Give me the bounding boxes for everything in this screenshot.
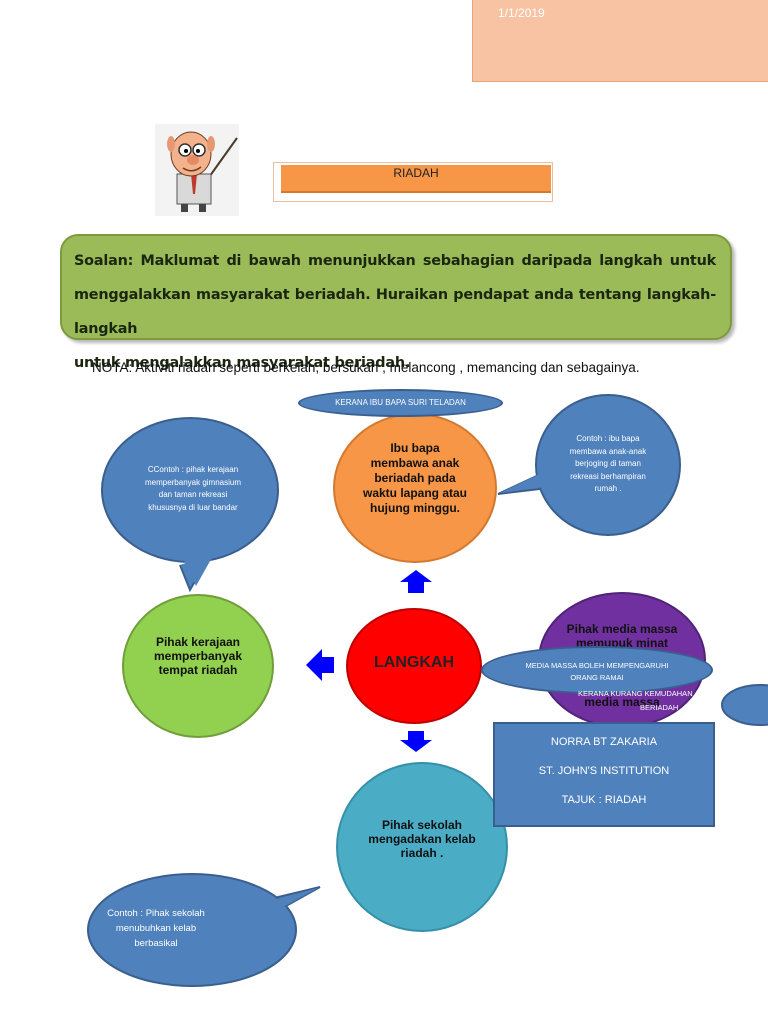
author-name: NORRA BT ZAKARIA <box>550 736 658 748</box>
bubble-bottom-line: berbasikal <box>134 938 178 949</box>
author-box: NORRA BT ZAKARIA ST. JOHN'S INSTITUTION … <box>493 722 715 827</box>
node-left-circle: Pihak kerajaan memperbanyak tempat riada… <box>122 594 274 738</box>
node-right-line: Pihak media massa <box>566 622 678 636</box>
author-institution: ST. JOHN'S INSTITUTION <box>538 765 670 777</box>
node-top-line: hujung minggu. <box>370 500 460 515</box>
bubble-left-line: dan taman rekreasi <box>158 490 228 499</box>
bubble-right-line: rumah . <box>594 484 622 493</box>
node-top-line: waktu lapang atau <box>362 485 468 500</box>
node-bottom-line: riadah . <box>400 846 444 860</box>
center-label: LANGKAH <box>374 654 454 671</box>
bubble-left-line: memperbanyak gimnasium <box>144 477 242 487</box>
label-right-reason-line: MEDIA MASSA BOLEH MEMPENGARUHI <box>525 661 669 670</box>
label-right-reason: MEDIA MASSA BOLEH MEMPENGARUHI ORANG RAM… <box>481 646 713 694</box>
label-right-reason-line: ORANG RAMAI <box>570 673 624 682</box>
label-right-extra-line: BERIADAH <box>640 703 679 712</box>
node-top-line: membawa anak <box>370 455 460 470</box>
header-date: 1/1/2019 <box>498 6 545 20</box>
bubble-right-line: berjoging di taman <box>575 459 641 468</box>
node-left-line: tempat riadah <box>158 663 238 677</box>
label-right-extra-line: KERANA KURANG KEMUDAHAN ADAH <box>578 689 716 698</box>
bubble-left-line: khususnya di luar bandar <box>148 502 238 512</box>
header-date-panel <box>472 0 768 82</box>
node-bottom-line: mengadakan kelab <box>368 832 476 846</box>
teacher-clipart-icon <box>155 124 239 216</box>
bubble-left-text: CContoh : pihak kerajaan memperbanyak gi… <box>118 464 268 514</box>
title-bar: RIADAH <box>281 165 551 193</box>
bubble-bottom-line: menubuhkan kelab <box>115 923 197 934</box>
bubble-left-line: CContoh : pihak kerajaan <box>147 465 239 474</box>
node-bottom-circle: Pihak sekolah mengadakan kelab riadah . <box>336 762 508 932</box>
bubble-right-text: Contoh : ibu bapa membawa anak-anak berj… <box>548 433 668 496</box>
label-right-extra: KERANA KURANG KEMUDAHAN ADAH BERIADAH <box>578 687 758 715</box>
node-top-circle: Ibu bapa membawa anak beriadah pada wakt… <box>333 413 497 563</box>
question-line-2: menggalakkan masyarakat beriadah. Huraik… <box>74 287 716 337</box>
node-left-line: Pihak kerajaan <box>155 635 241 649</box>
question-line-3: untuk mengalakkan masyarakat beriadah. <box>74 355 411 371</box>
question-line-1: Soalan: Maklumat di bawah menunjukkan se… <box>74 253 716 269</box>
bubble-right-line: rekreasi berhampiran <box>570 471 646 481</box>
node-top-line: beriadah pada <box>374 470 456 485</box>
center-circle: LANGKAH <box>346 608 482 724</box>
bubble-bottom-line: Contoh : Pihak sekolah <box>107 908 205 919</box>
author-topic: TAJUK : RIADAH <box>561 794 647 806</box>
bubble-right-line: membawa anak-anak <box>569 446 647 456</box>
node-right-line: media massa <box>584 695 660 709</box>
node-left-line: memperbanyak <box>153 649 243 663</box>
node-top-line: Ibu bapa <box>390 440 440 455</box>
label-top-reason: KERANA IBU BAPA SURI TELADAN <box>298 389 503 417</box>
nota-text: NOTA: Aktiviti riadah seperti berkelah, … <box>92 360 640 375</box>
bubble-right-line: Contoh : ibu bapa <box>576 434 640 443</box>
node-bottom-line: Pihak sekolah <box>381 818 463 832</box>
bubble-bottom-text: Contoh : Pihak sekolah menubuhkan kelab … <box>96 906 216 951</box>
question-box: Soalan: Maklumat di bawah menunjukkan se… <box>60 234 732 371</box>
